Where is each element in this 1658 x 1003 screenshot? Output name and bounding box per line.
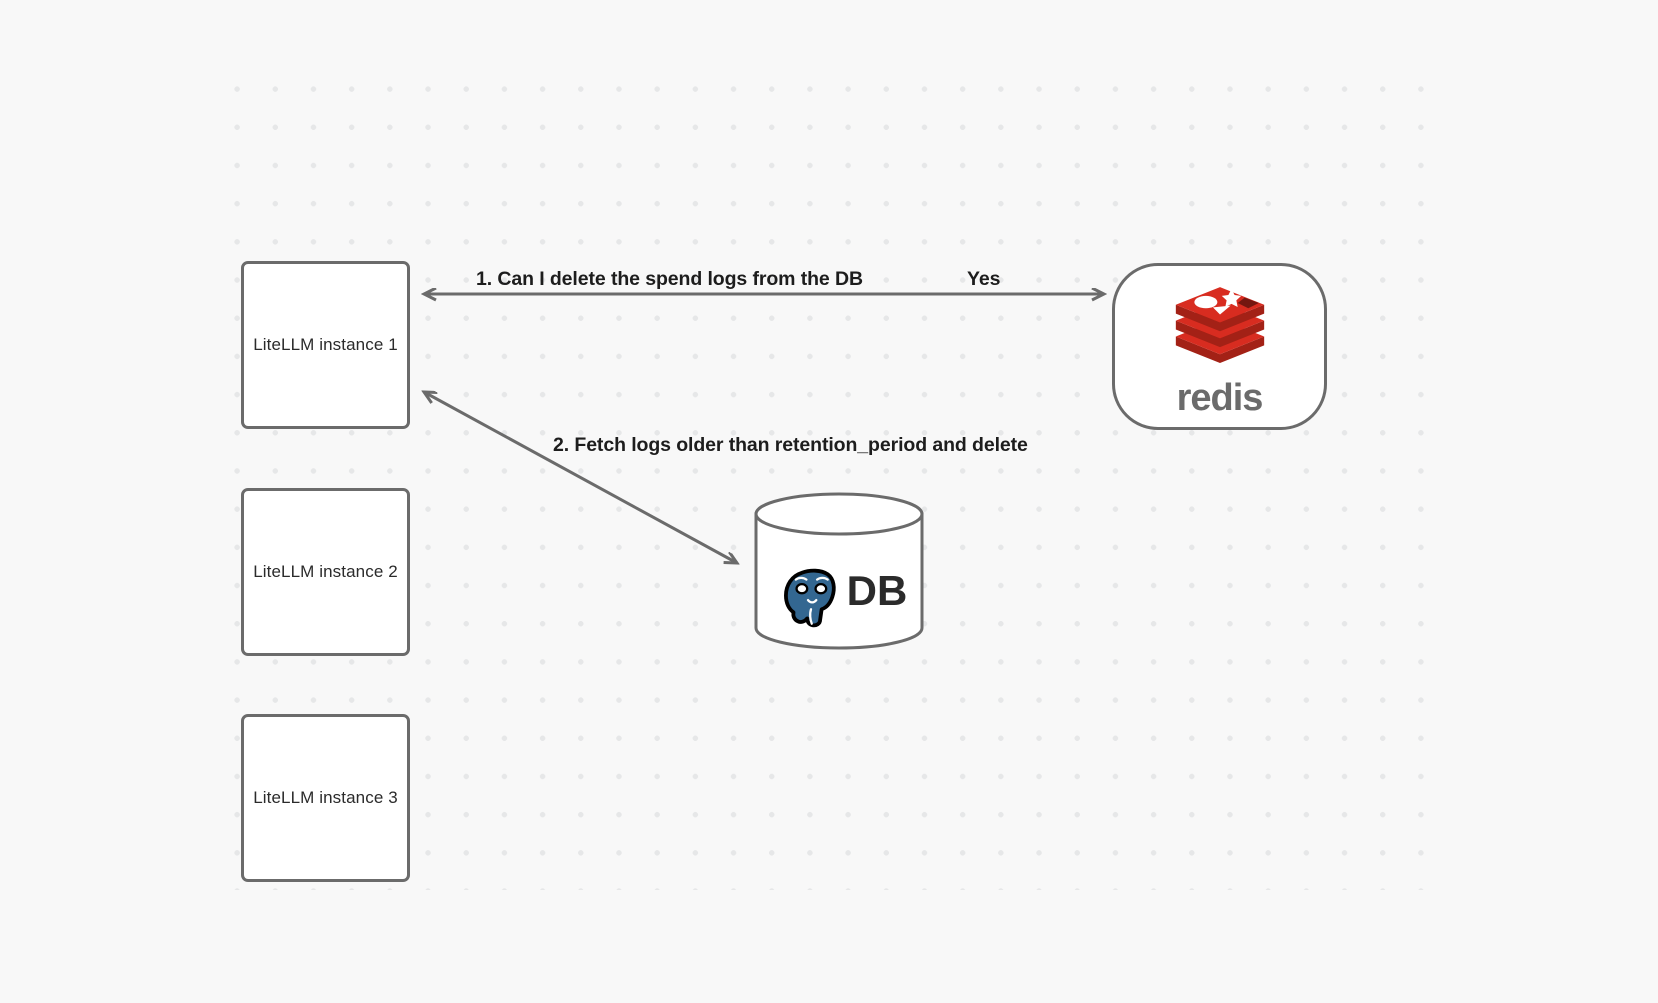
- edge-instance1-db: [424, 392, 737, 563]
- redis-wordmark: redis: [1176, 376, 1264, 419]
- postgresql-elephant-icon: [783, 568, 836, 628]
- node-label: LiteLLM instance 1: [253, 335, 398, 354]
- redis-logo-svg: [1175, 286, 1264, 363]
- node-label: LiteLLM instance 2: [253, 562, 398, 581]
- database-label: DB: [846, 567, 908, 614]
- node-litellm-instance-3[interactable]: LiteLLM instance 3: [241, 714, 410, 882]
- node-litellm-instance-1[interactable]: LiteLLM instance 1: [241, 261, 410, 429]
- node-redis[interactable]: redis: [1112, 263, 1327, 430]
- database-logo-group: DB: [765, 552, 915, 630]
- edge-label-1: 1. Can I delete the spend logs from the …: [476, 268, 863, 290]
- edge-label-2: 2. Fetch logs older than retention_perio…: [553, 434, 1028, 456]
- edge-label-yes: Yes: [967, 268, 1001, 290]
- node-label: LiteLLM instance 3: [253, 788, 398, 807]
- redis-logo-icon: [1167, 277, 1273, 389]
- node-litellm-instance-2[interactable]: LiteLLM instance 2: [241, 488, 410, 656]
